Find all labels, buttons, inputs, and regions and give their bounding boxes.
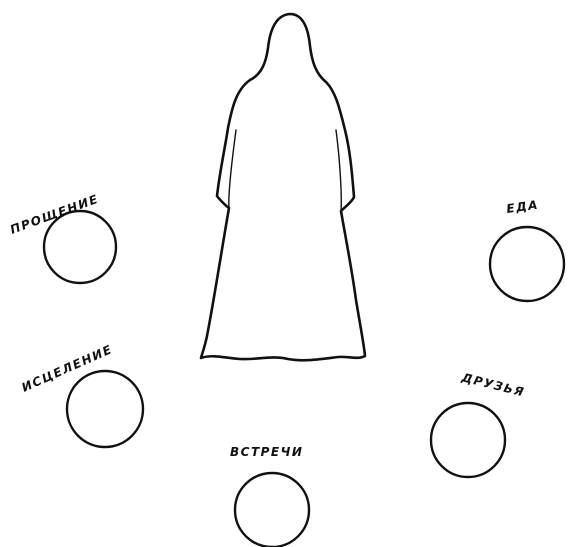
label-forgiveness: ПРОЩЕНИЕ [8, 192, 101, 237]
label-healing: ИСЦЕЛЕНИЕ [20, 342, 115, 395]
label-meetings: ВСТРЕЧИ [230, 445, 303, 459]
circle-forgiveness [44, 211, 116, 283]
circle-friends [431, 403, 505, 477]
label-friends: ДРУЗЬЯ [459, 370, 526, 399]
circle-healing [67, 371, 143, 447]
circle-meetings [235, 473, 309, 547]
label-food: ЕДА [505, 198, 539, 216]
robed-figure-outline [201, 14, 365, 360]
circle-food [490, 227, 564, 301]
